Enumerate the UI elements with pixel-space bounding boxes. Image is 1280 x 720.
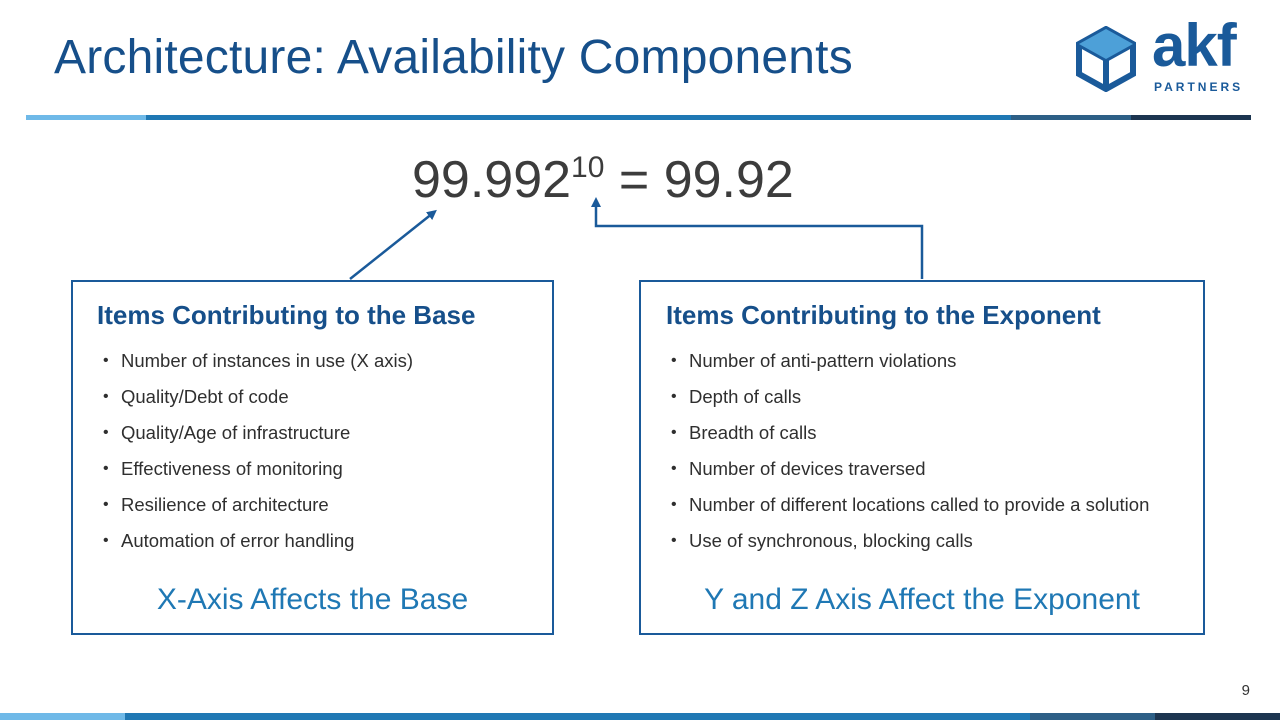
exponent-box-title: Items Contributing to the Exponent bbox=[666, 300, 1101, 330]
exponent-box-footer: Y and Z Axis Affect the Exponent bbox=[704, 583, 1140, 616]
list-item: Number of devices traversed bbox=[667, 456, 1183, 482]
availability-formula: 99.99210 = 99.92 bbox=[412, 150, 794, 210]
logo-wordmark: akf bbox=[1152, 12, 1237, 79]
list-item: Resilience of architecture bbox=[99, 492, 532, 518]
cube-icon bbox=[1076, 26, 1136, 92]
exponent-items-list: Number of anti-pattern violations Depth … bbox=[667, 348, 1183, 564]
page-number: 9 bbox=[1241, 682, 1250, 699]
footer-bar bbox=[0, 713, 1280, 720]
list-item: Breadth of calls bbox=[667, 420, 1183, 446]
base-box-title: Items Contributing to the Base bbox=[97, 300, 476, 330]
list-item: Use of synchronous, blocking calls bbox=[667, 528, 1183, 554]
list-item: Number of instances in use (X axis) bbox=[99, 348, 532, 374]
list-item: Depth of calls bbox=[667, 384, 1183, 410]
base-items-box: Items Contributing to the Base Number of… bbox=[71, 280, 554, 635]
exponent-arrow bbox=[591, 197, 924, 279]
formula-base: 99.992 bbox=[412, 151, 572, 209]
formula-result: = 99.92 bbox=[618, 151, 794, 209]
list-item: Quality/Age of infrastructure bbox=[99, 420, 532, 446]
akf-partners-logo: akf PARTNERS bbox=[1074, 16, 1254, 98]
list-item: Quality/Debt of code bbox=[99, 384, 532, 410]
list-item: Effectiveness of monitoring bbox=[99, 456, 532, 482]
list-item: Automation of error handling bbox=[99, 528, 532, 554]
slide-title: Architecture: Availability Components bbox=[54, 31, 853, 84]
list-item: Number of different locations called to … bbox=[667, 492, 1183, 518]
formula-exponent: 10 bbox=[571, 151, 605, 184]
logo-subtitle: PARTNERS bbox=[1154, 80, 1244, 94]
base-items-list: Number of instances in use (X axis) Qual… bbox=[99, 348, 532, 564]
base-box-footer: X-Axis Affects the Base bbox=[156, 583, 469, 616]
title-divider-bar bbox=[26, 115, 1251, 120]
base-arrow bbox=[349, 209, 437, 280]
list-item: Number of anti-pattern violations bbox=[667, 348, 1183, 374]
exponent-items-box: Items Contributing to the Exponent Numbe… bbox=[639, 280, 1205, 635]
